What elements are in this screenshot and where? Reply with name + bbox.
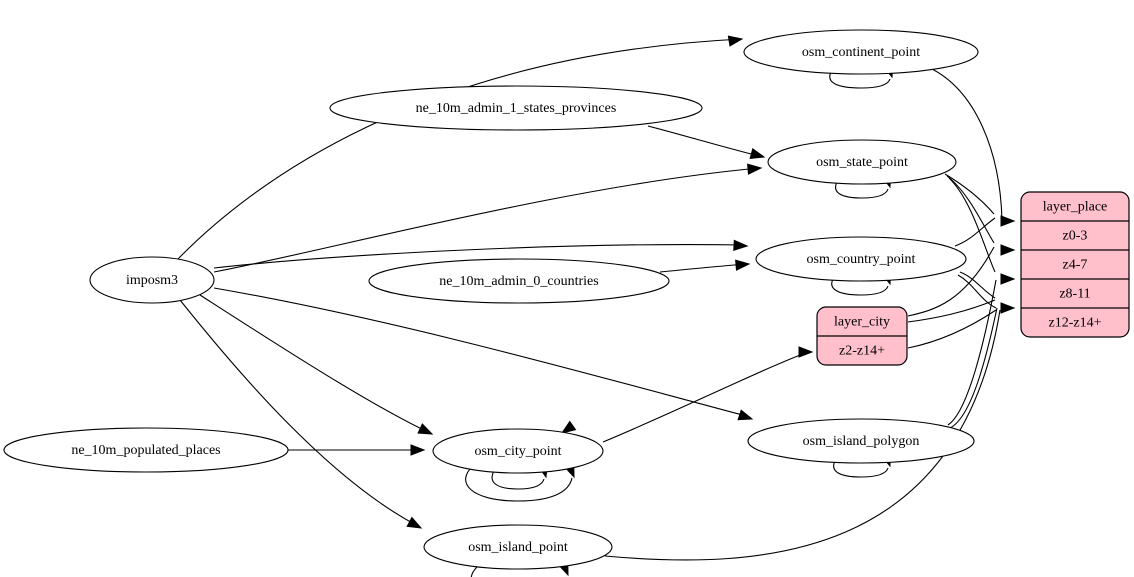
node-imposm3[interactable]: imposm3 (89, 256, 215, 304)
node-label-osm_continent_point: osm_continent_point (802, 45, 920, 60)
edge-osm_city_point-to-osm_city_point (465, 465, 573, 502)
edge-osm_island_polygon-to-layer_place (947, 279, 997, 426)
node-osm_island_point[interactable]: osm_island_point (423, 524, 613, 570)
node-osm_city_point[interactable]: osm_city_point (432, 428, 604, 474)
edge-osm_city_point-to-layer_city (602, 351, 809, 443)
edge-osm_island_point-to-layer_place (604, 309, 1001, 561)
record-row-layer_city-layer-city: layer_city (834, 315, 890, 330)
arrowhead-osm_island_point (406, 516, 423, 529)
node-shape-ellipse (747, 418, 975, 464)
record-row-layer_place-layer-place: layer_place (1043, 200, 1108, 215)
arrowhead-osm_city_point (560, 420, 577, 434)
arrowhead-layer_place_z0_3 (1000, 215, 1016, 227)
edge-imposm3-to-osm_island_polygon (213, 287, 751, 418)
edge-osm_city_point-to-osm_city_point (491, 470, 545, 490)
node-shape-ellipse (743, 29, 979, 75)
edges-layer (176, 38, 1003, 577)
node-shape-ellipse (423, 524, 613, 570)
node-ne_10m_admin_1_states_provinces[interactable]: ne_10m_admin_1_states_provinces (329, 85, 703, 131)
record-node-layer_place[interactable]: layer_place z0-3 z4-7 z8-11 z12-z14+ (1020, 191, 1130, 338)
node-shape-ellipse (3, 427, 289, 473)
node-shape-ellipse (368, 258, 670, 304)
record-node-layer_city[interactable]: layer_city z2-z14+ (816, 306, 908, 366)
nodes-layer: imposm3 ne_10m_admin_1_states_provincesne… (3, 29, 979, 570)
edge-osm_country_point-to-layer_place (954, 217, 996, 247)
node-label-imposm3: imposm3 (126, 273, 178, 288)
record-row-layer_place-z4-7[interactable]: z4-7 (1063, 258, 1088, 273)
edge-imposm3-to-osm_island_point (179, 299, 419, 527)
node-osm_continent_point[interactable]: osm_continent_point (743, 29, 979, 75)
edge-osm_island_polygon-to-osm_island_polygon (833, 460, 889, 478)
arrowhead-layer_city_z2_z14 (798, 346, 814, 358)
node-label-ne_10m_admin_0_countries: ne_10m_admin_0_countries (439, 274, 598, 289)
node-osm_country_point[interactable]: osm_country_point (755, 236, 967, 282)
edge-imposm3-to-osm_state_point (213, 167, 761, 273)
record-row-layer_place-z0-3[interactable]: z0-3 (1063, 229, 1088, 244)
arrowhead-osm_island_polygon (737, 409, 754, 421)
arrowhead-layer_place_z4_7 (1000, 244, 1016, 256)
node-shape-ellipse (329, 85, 703, 131)
edge-osm_state_point-to-layer_place (944, 173, 995, 215)
node-label-osm_island_polygon: osm_island_polygon (803, 434, 920, 449)
edge-layer_city-to-layer_place (907, 299, 996, 323)
record-nodes-layer: layer_place z0-3 z4-7 z8-11 z12-z14+ layer_ci… (816, 191, 1130, 366)
node-shape-ellipse (755, 236, 967, 282)
edge-osm_state_point-to-layer_place (948, 177, 996, 273)
arrowhead-osm_continent_point (727, 35, 744, 47)
arrowhead-layer_place_z8_11 (1000, 273, 1016, 285)
edge-osm_continent_point-to-osm_continent_point (829, 71, 891, 89)
node-shape-ellipse (767, 139, 957, 185)
record-row-layer_place-z8-11[interactable]: z8-11 (1059, 287, 1090, 302)
node-label-ne_10m_populated_places: ne_10m_populated_places (71, 443, 220, 458)
node-label-osm_island_point: osm_island_point (468, 540, 568, 555)
node-label-osm_state_point: osm_state_point (816, 155, 908, 170)
node-label-ne_10m_admin_1_states_provinces: ne_10m_admin_1_states_provinces (416, 101, 617, 116)
arrowhead-osm_state_point (749, 147, 766, 160)
record-row-layer_city-z2-z14-[interactable]: z2-z14+ (839, 344, 885, 359)
node-label-osm_city_point: osm_city_point (474, 444, 561, 459)
edge-osm_country_point-to-osm_country_point (831, 278, 889, 296)
arrowhead-osm_country_point (733, 239, 749, 252)
arrowhead-osm_state_point (747, 163, 763, 175)
edge-imposm3-to-osm_country_point (213, 244, 746, 269)
edge-imposm3-to-osm_continent_point (176, 38, 743, 261)
arrowhead-osm_country_point (735, 259, 751, 271)
arrowhead-osm_city_point (417, 423, 434, 435)
edge-osm_island_polygon-to-layer_place (949, 307, 998, 429)
arrowhead-layer_place_z12_z14 (1000, 302, 1016, 314)
node-shape-ellipse (89, 256, 215, 304)
node-label-osm_country_point: osm_country_point (807, 252, 916, 267)
edge-imposm3-to-osm_city_point (199, 294, 431, 434)
edge-osm_country_point-to-layer_place (957, 274, 997, 309)
record-outline-layer_place (1020, 191, 1130, 338)
node-shape-ellipse (432, 428, 604, 474)
record-row-layer_place-z12-z14-[interactable]: z12-z14+ (1049, 316, 1102, 331)
edge-osm_state_point-to-layer_place (946, 175, 995, 244)
node-ne_10m_admin_0_countries[interactable]: ne_10m_admin_0_countries (368, 258, 670, 304)
node-ne_10m_populated_places[interactable]: ne_10m_populated_places (3, 427, 289, 473)
node-osm_island_polygon[interactable]: osm_island_polygon (747, 418, 975, 464)
arrowhead-osm_city_point (410, 444, 426, 456)
edge-osm_continent_point-to-layer_place (929, 67, 1003, 221)
edge-layer_city-to-layer_place (907, 309, 997, 349)
edge-layer_city-to-layer_place (907, 246, 995, 317)
node-osm_state_point[interactable]: osm_state_point (767, 139, 957, 185)
edge-osm_state_point-to-osm_state_point (835, 181, 889, 199)
edge-osm_country_point-to-layer_place (959, 271, 996, 299)
